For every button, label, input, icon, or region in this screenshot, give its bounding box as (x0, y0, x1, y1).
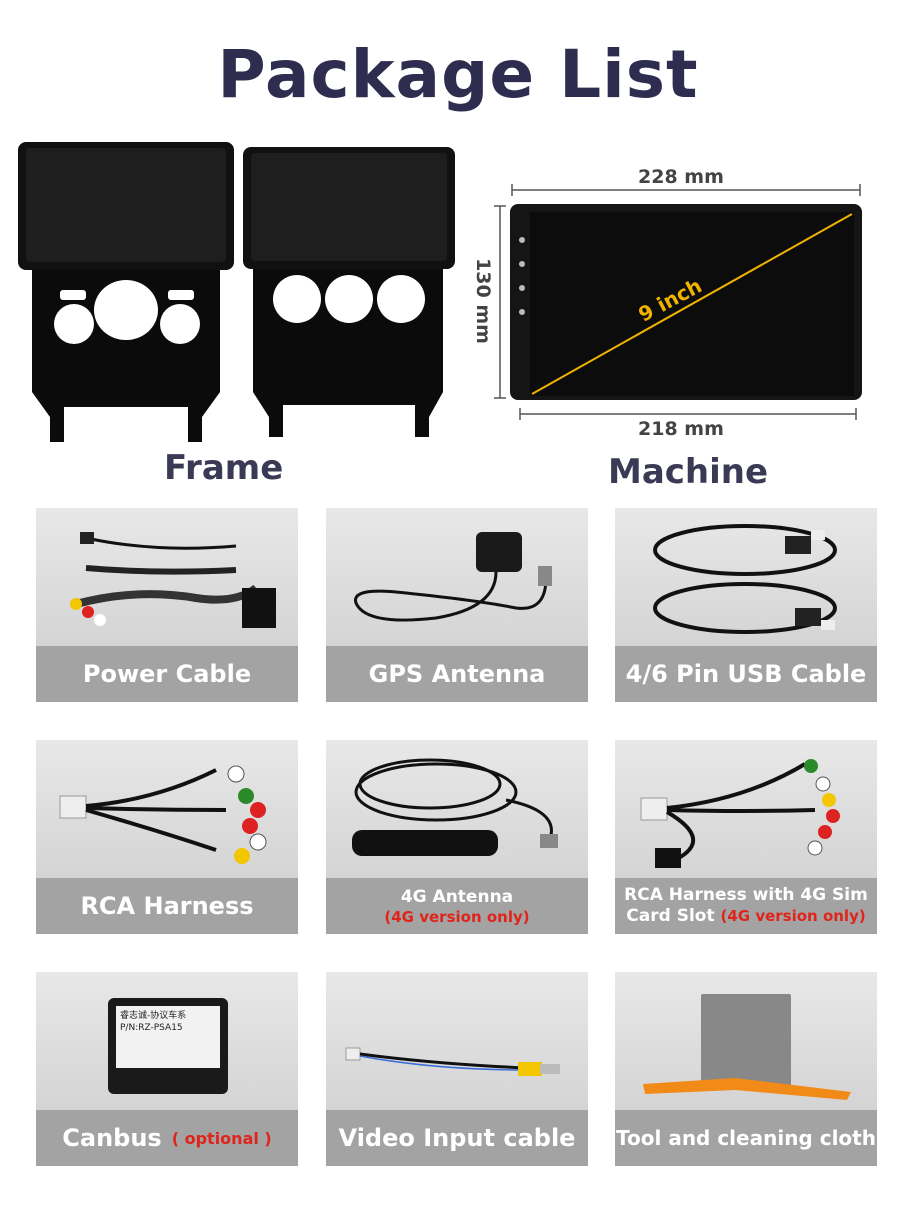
4g-antenna-label: 4G Antenna (400, 886, 514, 907)
canbus-sticker-line2: P/N:RZ-PSA15 (120, 1023, 183, 1033)
frame-image-left (18, 142, 234, 442)
frame-label: Frame (164, 448, 284, 488)
rca-4g-harness-note: (4G version only) (720, 907, 866, 925)
usb-cable-image (615, 508, 877, 646)
canbus-label: Canbus (62, 1124, 162, 1152)
video-input-image (326, 972, 588, 1110)
item-rca-harness: RCA Harness (36, 740, 298, 934)
video-input-label: Video Input cable (338, 1124, 576, 1152)
item-canbus: 睿志诚-协议车系 P/N:RZ-PSA15 Canbus ( optional … (36, 972, 298, 1166)
canbus-box: 睿志诚-协议车系 P/N:RZ-PSA15 (108, 998, 228, 1094)
frame-image-right (243, 147, 455, 437)
rca-4g-harness-label2: Card Slot (626, 906, 721, 926)
canbus-sticker-line1: 睿志诚-协议车系 (120, 1011, 187, 1021)
dim-side: 130 mm (471, 258, 494, 344)
power-cable-image (36, 508, 298, 646)
rca-4g-harness-label: RCA Harness with 4G Sim (624, 885, 868, 905)
canbus-note: ( optional ) (171, 1128, 272, 1148)
tool-cloth-image (615, 972, 877, 1110)
4g-antenna-note: (4G version only) (384, 907, 530, 926)
item-gps-antenna: GPS Antenna (326, 508, 588, 702)
item-rca-4g-harness: RCA Harness with 4G Sim Card Slot (4G ve… (615, 740, 877, 934)
usb-cable-label: 4/6 Pin USB Cable (625, 660, 867, 688)
4g-antenna-image (326, 740, 588, 878)
canbus-sticker: 睿志诚-协议车系 P/N:RZ-PSA15 (116, 1006, 220, 1068)
item-power-cable: Power Cable (36, 508, 298, 702)
gps-antenna-image (326, 508, 588, 646)
item-usb-cable: 4/6 Pin USB Cable (615, 508, 877, 702)
tool-cloth-label: Tool and cleaning cloth (616, 1126, 876, 1150)
canbus-image: 睿志诚-协议车系 P/N:RZ-PSA15 (36, 972, 298, 1110)
cleaning-cloth (701, 994, 791, 1090)
dim-top: 228 mm (638, 166, 724, 188)
page-title: Package List (217, 36, 699, 113)
dim-bottom: 218 mm (638, 418, 724, 440)
power-cable-label: Power Cable (82, 660, 252, 688)
rca-harness-image (36, 740, 298, 878)
machine-label: Machine (608, 452, 769, 492)
rca-harness-label: RCA Harness (80, 892, 254, 920)
item-4g-antenna: 4G Antenna (4G version only) (326, 740, 588, 934)
rca-4g-harness-image (615, 740, 877, 878)
machine-image (476, 180, 876, 420)
item-tool-cloth: Tool and cleaning cloth (615, 972, 877, 1166)
item-video-input: Video Input cable (326, 972, 588, 1166)
gps-antenna-label: GPS Antenna (368, 660, 546, 688)
